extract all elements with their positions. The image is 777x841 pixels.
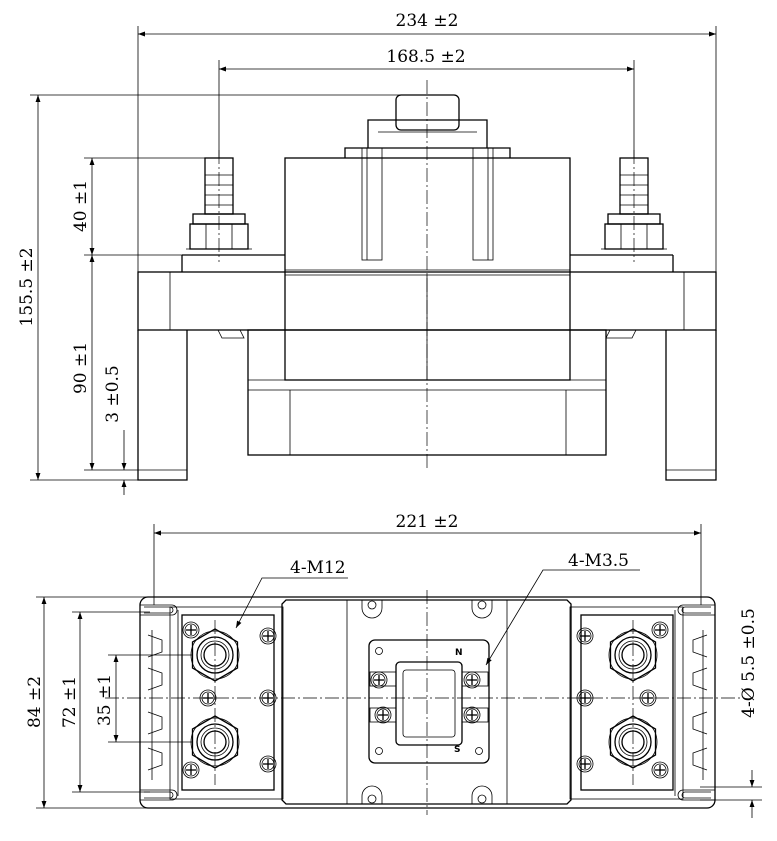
m12-callout: 4-M12: [290, 558, 346, 578]
hole-pitch-label: 72 ±1: [60, 676, 80, 728]
m12-leader: [235, 577, 348, 629]
m35-leader: [485, 569, 640, 666]
top-dimensions: 221 ±2 84 ±2 72 ±1 35 ±1 4-M12 4-M3.5 4-…: [25, 512, 762, 818]
polarity-mark-n: N: [455, 648, 463, 658]
top-baseplate: [139, 596, 716, 809]
terminal-pitch-label: 168.5 ±2: [386, 47, 465, 67]
terminal-pitch-top-label: 35 ±1: [95, 674, 115, 726]
overall-height-label: 155.5 ±2: [17, 247, 37, 326]
mounting-hole-top-right: [677, 604, 716, 616]
top-view: N S: [105, 590, 740, 815]
center-housing: [281, 599, 572, 805]
right-foot: [665, 330, 717, 481]
mounting-hole-top-left: [139, 604, 178, 616]
left-terminal-pad: [181, 614, 275, 791]
overall-width-label: 234 ±2: [396, 11, 459, 31]
mounting-hole-bottom-left: [139, 789, 178, 801]
right-side-ribs: [692, 630, 708, 780]
left-side-ribs: [147, 630, 163, 780]
front-view: [137, 80, 717, 481]
body-height-label: 90 ±1: [71, 342, 91, 394]
left-foot: [137, 330, 188, 481]
m35-callout: 4-M3.5: [568, 551, 629, 571]
mounting-hole-bottom-right: [677, 789, 716, 801]
control-terminal-block: N S: [368, 639, 490, 764]
terminal-height-label: 40 ±1: [71, 180, 91, 232]
depth-label: 84 ±2: [25, 676, 45, 728]
polarity-mark-s: S: [454, 745, 460, 755]
mounting-hole-callout: 4-Ø 5.5 ±0.5: [739, 608, 759, 718]
front-dimensions: 234 ±2 168.5 ±2 155.5 ±2 40 ±1 90 ±1 3 ±…: [17, 11, 717, 495]
foot-offset-label: 3 ±0.5: [103, 365, 123, 423]
width-label: 221 ±2: [396, 512, 459, 532]
